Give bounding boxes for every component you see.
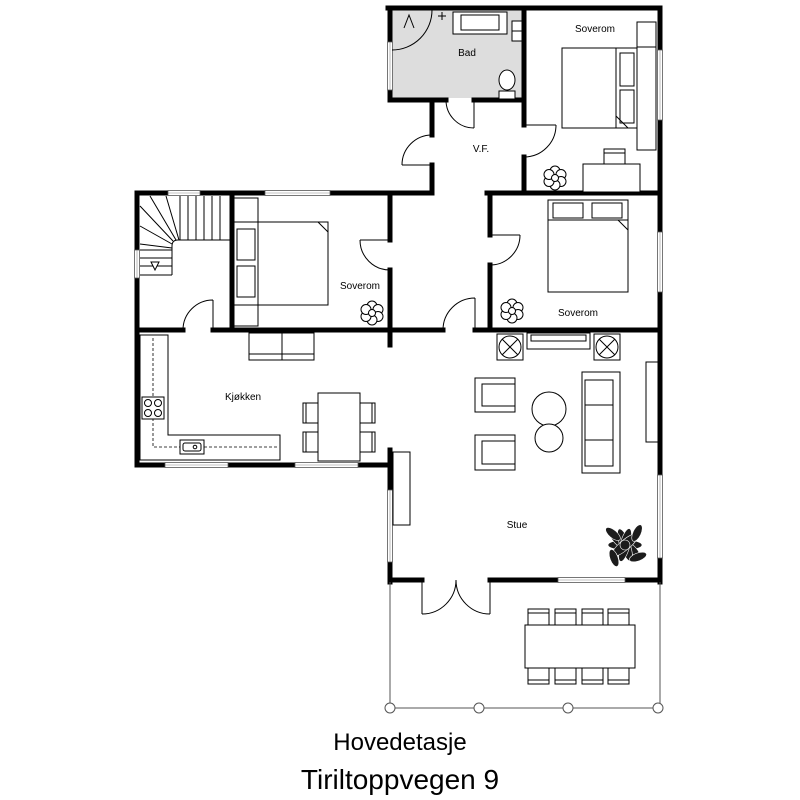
veranda-chairs-top [527, 608, 630, 626]
plant-icon [360, 300, 384, 326]
label-living-room: Stue [507, 520, 528, 531]
veranda-post [652, 702, 664, 714]
blanket-fold [257, 221, 329, 305]
stair-edge [140, 239, 230, 276]
veranda [384, 582, 664, 714]
desk [582, 163, 641, 193]
label-bedroom-top: Soverom [575, 24, 615, 35]
door-hallway-entry [401, 134, 433, 166]
kitchen-sink [179, 439, 205, 455]
window-kitchen-1 [164, 462, 229, 468]
veranda-post [384, 702, 396, 714]
label-bedroom-left: Soverom [340, 281, 380, 292]
veranda-table [524, 624, 636, 669]
bedroom-top-furniture [543, 21, 657, 193]
vanity-sink [452, 11, 508, 35]
window-bedroom-left [264, 190, 331, 196]
double-door-living [421, 579, 491, 615]
veranda-post [473, 702, 485, 714]
stair-arrow-icon [150, 261, 160, 272]
window-stairs-side [134, 249, 140, 279]
bathroom-fixtures [391, 9, 523, 100]
label-bedroom-right: Soverom [558, 308, 598, 319]
double-bed [547, 199, 629, 293]
shelf-right [645, 361, 659, 443]
plant-icon [543, 165, 567, 191]
coffee-table-large [531, 391, 567, 427]
doors [182, 99, 557, 615]
window-bedroom-right [657, 231, 663, 293]
dining-table [317, 392, 361, 462]
sofa [581, 371, 621, 474]
door-stairs [182, 299, 214, 331]
veranda-post [562, 702, 574, 714]
floor-title: Hovedetasje [333, 729, 466, 756]
window-living-bottom [557, 577, 626, 583]
door-bedroom-right [489, 234, 521, 266]
walls [134, 5, 663, 585]
desk-chair [603, 148, 626, 165]
door-bathroom [445, 99, 475, 129]
pillows [236, 228, 256, 298]
bedroom-left-furniture [233, 197, 384, 327]
wardrobe [636, 21, 657, 151]
kitchen-counter [139, 334, 281, 461]
tv-bench [526, 332, 591, 350]
bedroom-right-furniture [500, 199, 629, 324]
veranda-railing [389, 582, 661, 709]
stair-steps [139, 195, 221, 267]
shelf-left [392, 451, 411, 526]
label-bathroom: Bad [458, 48, 476, 59]
kitchen-furniture [139, 332, 376, 462]
armchair-bottom [474, 434, 516, 471]
shower [391, 9, 433, 51]
armchair-top [474, 377, 516, 413]
faucet-icon [438, 12, 446, 20]
toilet [498, 69, 516, 100]
bath-cabinet [511, 20, 523, 42]
bench [248, 332, 315, 361]
plant-icon [500, 298, 524, 324]
label-kitchen: Kjøkken [225, 392, 261, 403]
ottoman-left [496, 333, 524, 361]
double-bed [561, 47, 638, 129]
window-stairs-top [167, 190, 201, 196]
dining-chairs [302, 402, 376, 453]
window-living-right [657, 474, 663, 559]
window-bedroom-top [657, 49, 663, 121]
pillows [552, 202, 623, 219]
window-living-left [387, 489, 393, 563]
blanket-fold [548, 219, 629, 231]
door-bedroom-left [359, 239, 391, 271]
ottoman-right [593, 333, 621, 361]
large-plant-icon [605, 524, 647, 567]
window-kitchen-2 [294, 462, 359, 468]
door-bedroom-top [523, 124, 557, 158]
windows [134, 41, 663, 583]
label-hallway: V.F. [473, 144, 489, 155]
pillows [619, 52, 635, 124]
living-room-furniture [392, 332, 659, 567]
stove [141, 396, 165, 420]
veranda-chairs-bottom [527, 667, 630, 685]
door-corridor [442, 297, 476, 331]
window-bathroom [387, 41, 393, 91]
staircase [139, 195, 230, 276]
blanket-fold [615, 48, 629, 129]
address-title: Tiriltoppvegen 9 [301, 764, 499, 795]
upper-cabinets [152, 338, 278, 448]
coffee-table-small [534, 423, 564, 453]
